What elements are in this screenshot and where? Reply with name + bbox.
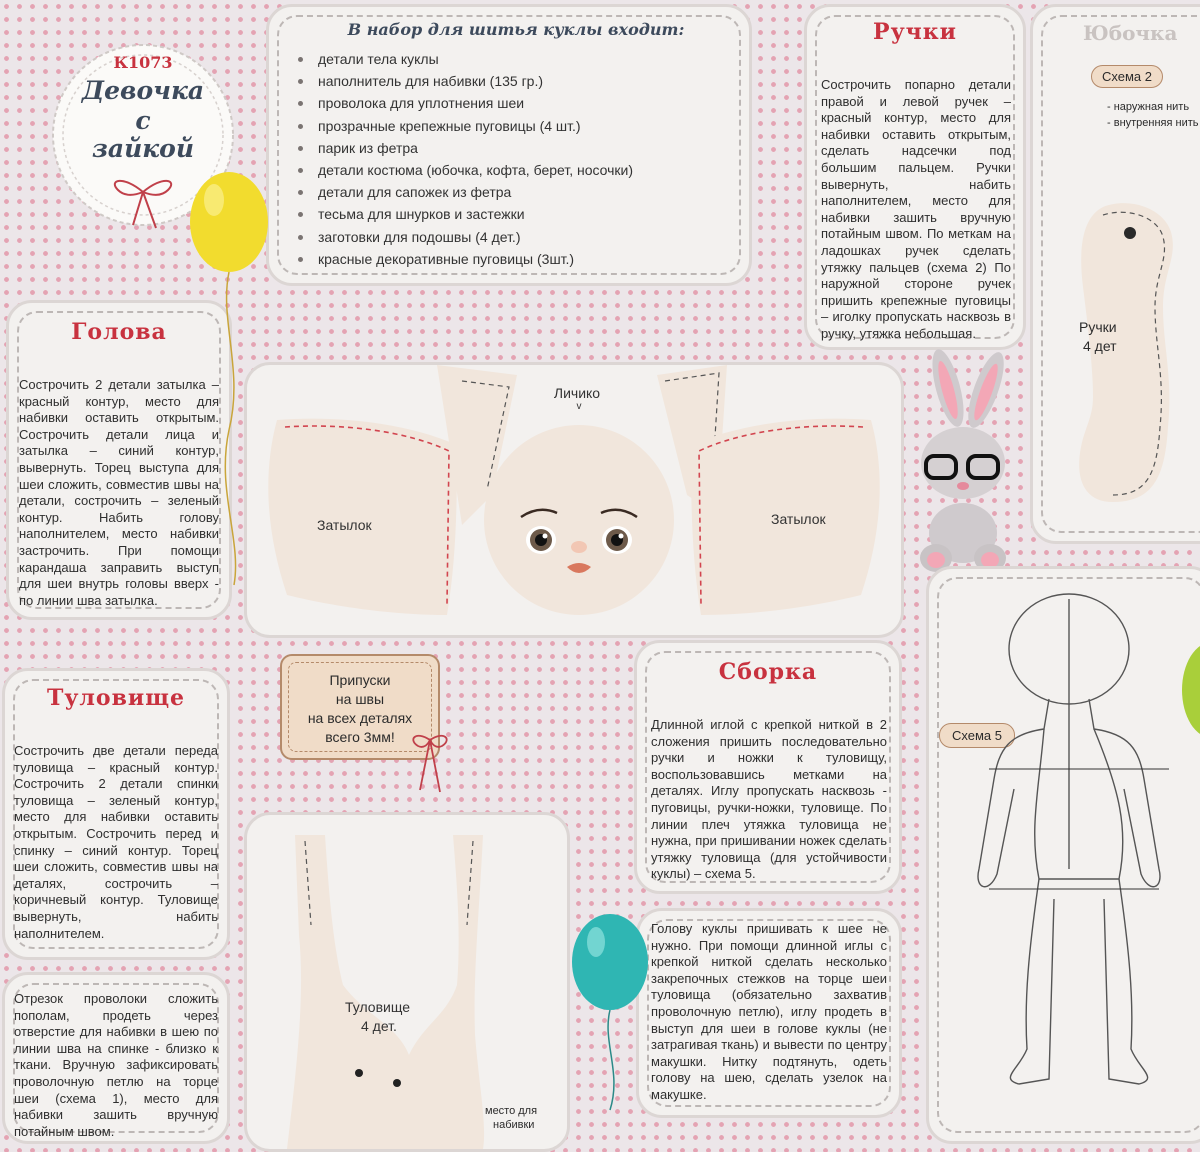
logo-title-line1: Девочка [81, 76, 205, 105]
hands-text: Сострочить попарно детали правой и левой… [821, 77, 1011, 341]
list-item: детали тела куклы [298, 48, 633, 70]
head-attach-panel: Голову куклы пришивать к шее не нужно. П… [636, 908, 902, 1118]
logo-title-line2: с [135, 106, 151, 135]
hands-pattern-count: 4 дет [1083, 338, 1117, 354]
torso-title: Туловище [46, 685, 186, 711]
face-label: Личико [553, 385, 601, 401]
hands-title: Ручки [873, 19, 957, 45]
scheme2-panel: Юбочка Схема 2 - наружная нить - внутрен… [1030, 4, 1200, 544]
logo-title-line3: зайкой [91, 134, 195, 163]
small-bow-icon [412, 734, 448, 793]
allowance-line3: на всех деталях [307, 710, 413, 726]
scheme5-panel: Схема 5 [926, 566, 1200, 1144]
hands-pattern-label: Ручки [1079, 319, 1117, 335]
back-left-label: Затылок [317, 517, 372, 533]
torso-pattern-label: Туловище [345, 999, 410, 1015]
scheme2-legend-inner: - внутренняя нить [1107, 117, 1199, 129]
scheme2-legend-outer: - наружная нить [1107, 101, 1190, 113]
list-item: красные декоративные пуговицы (3шт.) [298, 248, 633, 270]
list-item: проволока для уплотнения шеи [298, 92, 633, 114]
allowance-line1: Припуски [329, 672, 391, 688]
bunny-toy-icon [920, 349, 1006, 572]
list-item: парик из фетра [298, 137, 633, 159]
hand-pattern-shape [1079, 203, 1173, 502]
green-balloon-icon [1182, 646, 1200, 734]
torso-pattern-shapes [287, 835, 485, 1149]
list-item: наполнитель для набивки (135 гр.) [298, 70, 633, 92]
torso-panel: Туловище Сострочить две детали переда ту… [2, 668, 230, 960]
kit-panel [266, 4, 752, 286]
wire-text: Отрезок проволоки сложить пополам, проде… [14, 991, 218, 1139]
scheme2-badge: Схема 2 [1091, 65, 1163, 88]
assembly-title: Сборка [718, 659, 818, 685]
head-panel: Голова Сострочить 2 детали затылка – кра… [6, 300, 232, 620]
torso-text: Сострочить две детали переда туловища – … [14, 743, 218, 941]
svg-text:v: v [577, 401, 582, 412]
list-item: детали костюма (юбочка, кофта, берет, но… [298, 159, 633, 181]
allowance-line2: на швы [335, 691, 385, 707]
logo-code: К1073 [113, 53, 173, 72]
logo-badge: К1073 Девочка с зайкой [48, 40, 238, 230]
doll-face-icon [520, 508, 638, 573]
stuffing-label-1: место для [485, 1105, 538, 1117]
doll-scheme-drawing [977, 593, 1169, 1085]
logo-scalloped-border [52, 44, 234, 226]
torso-pattern-count: 4 дет. [361, 1018, 397, 1034]
allowance-line4: всего 3мм! [325, 729, 395, 745]
list-item: заготовки для подошвы (4 дет.) [298, 226, 633, 248]
assembly-panel: Сборка Длинной иглой с крепкой ниткой в … [634, 640, 902, 894]
stuffing-label-2: набивки [493, 1119, 535, 1131]
head-pattern-panel: v Личико Затылок Затылок [244, 362, 904, 638]
hands-panel: Ручки Сострочить попарно детали правой и… [804, 4, 1026, 350]
head-attach-text: Голову куклы пришивать к шее не нужно. П… [651, 921, 887, 1102]
list-item: прозрачные крепежные пуговицы (4 шт.) [298, 115, 633, 137]
teal-balloon-icon [572, 914, 648, 1111]
scheme2-header: Юбочка [1083, 21, 1178, 45]
assembly-text: Длинной иглой с крепкой ниткой в 2 сложе… [651, 717, 887, 882]
back-right-label: Затылок [771, 511, 826, 527]
kit-list: детали тела куклы наполнитель для набивк… [298, 48, 633, 270]
list-item: тесьма для шнурков и застежки [298, 203, 633, 225]
torso-pattern-panel: Туловище 4 дет. место для набивки [244, 812, 570, 1152]
bow-icon [113, 179, 173, 229]
head-pattern-shapes: v [268, 365, 880, 615]
head-text: Сострочить 2 детали затылка – красный ко… [19, 377, 219, 608]
wire-panel: Отрезок проволоки сложить пополам, проде… [2, 972, 230, 1144]
scheme5-badge: Схема 5 [939, 723, 1015, 748]
kit-title: В набор для шитья куклы входит: [347, 20, 685, 39]
head-title: Голова [71, 319, 167, 345]
yellow-balloon-icon [190, 172, 268, 586]
list-item: детали для сапожек из фетра [298, 181, 633, 203]
